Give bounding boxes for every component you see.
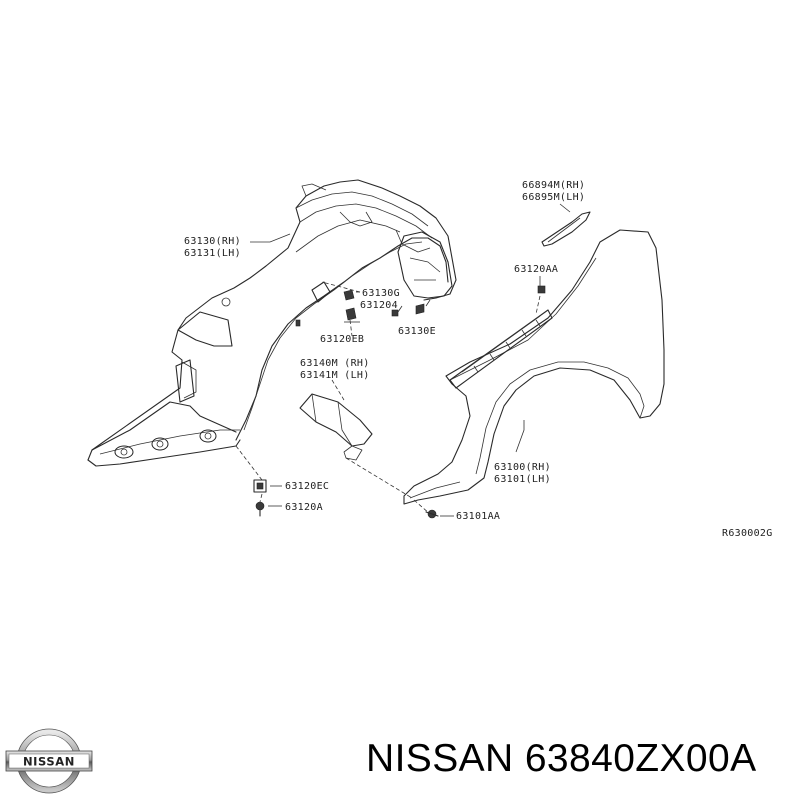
leader-lines — [235, 203, 571, 517]
part-labels: 63130(RH) 63131(LH) 63130G 631204 63120E… — [184, 180, 773, 539]
front-fender-drawing — [403, 211, 665, 505]
label-63120A: 63120A — [285, 502, 323, 513]
fasteners — [253, 285, 546, 519]
label-63120AA: 63120AA — [514, 264, 558, 275]
label-63120EC: 63120EC — [285, 481, 329, 492]
label-63101: 63101(LH) — [494, 474, 551, 485]
fender-liner-drawing — [87, 179, 457, 467]
label-66895M: 66895M(LH) — [522, 192, 585, 203]
label-63130G: 63130G — [362, 288, 400, 299]
label-63101AA: 63101AA — [456, 511, 500, 522]
bracket-drawing — [299, 393, 373, 461]
part-number-title: NISSAN 63840ZX00A — [366, 737, 757, 780]
label-63120EB: 63120EB — [320, 334, 364, 345]
label-63130: 63130(RH) — [184, 236, 241, 247]
diagram-ref-code: R630002G — [722, 528, 773, 539]
nissan-logo: NISSAN — [5, 728, 93, 794]
label-63140M: 63140M (RH) — [300, 358, 370, 369]
label-63131: 63131(LH) — [184, 248, 241, 259]
label-631204: 631204 — [360, 300, 398, 311]
label-63100: 63100(RH) — [494, 462, 551, 473]
label-63130E: 63130E — [398, 326, 436, 337]
logo-wordmark: NISSAN — [23, 755, 75, 769]
label-63141M: 63141M (LH) — [300, 370, 370, 381]
label-66894M: 66894M(RH) — [522, 180, 585, 191]
